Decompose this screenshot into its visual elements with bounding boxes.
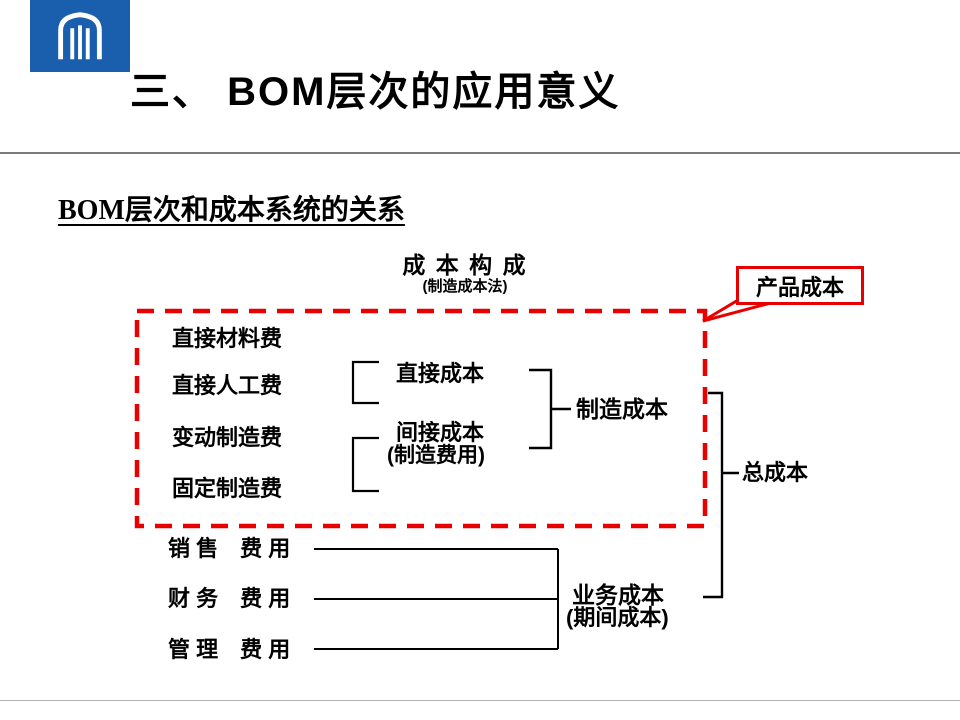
expense-connector-lines [314,548,559,650]
title-divider [0,152,960,154]
cost-item-fixed-manufacturing: 固定制造费 [172,476,283,501]
cost-item-direct-material: 直接材料费 [172,326,283,351]
slide-footer-divider [0,700,960,701]
expense-item-sales: 销 售 费 用 [168,536,291,561]
diagram-title: 成 本 构 成 [402,252,528,278]
indirect-cost-note: (制造费用) [387,444,485,467]
expense-item-admin: 管 理 费 用 [168,637,291,662]
product-cost-callout: 产品成本 [736,266,864,305]
expense-item-finance: 财 务 费 用 [168,586,291,611]
manufacturing-cost-bracket [529,368,571,450]
section-heading: BOM层次和成本系统的关系 [58,195,405,226]
manufacturing-cost-label: 制造成本 [576,396,668,422]
indirect-cost-label: 间接成本 [396,420,485,445]
slide-title: 三、 BOM层次的应用意义 [130,70,621,114]
diagram-subtitle: (制造成本法) [422,278,508,295]
cost-item-variable-manufacturing: 变动制造费 [172,425,283,450]
product-cost-label: 产品成本 [755,274,844,300]
indirect-cost-bracket [351,436,379,493]
direct-cost-bracket [351,360,379,405]
direct-cost-label: 直接成本 [396,361,485,386]
cost-item-direct-labor: 直接人工费 [172,373,283,398]
arch-columns-icon [58,12,102,60]
business-cost-note: (期间成本) [566,605,669,630]
business-cost-label: 业务成本 [572,582,664,608]
total-cost-label: 总成本 [742,460,809,485]
total-cost-bracket [703,391,739,599]
company-logo [30,0,130,72]
